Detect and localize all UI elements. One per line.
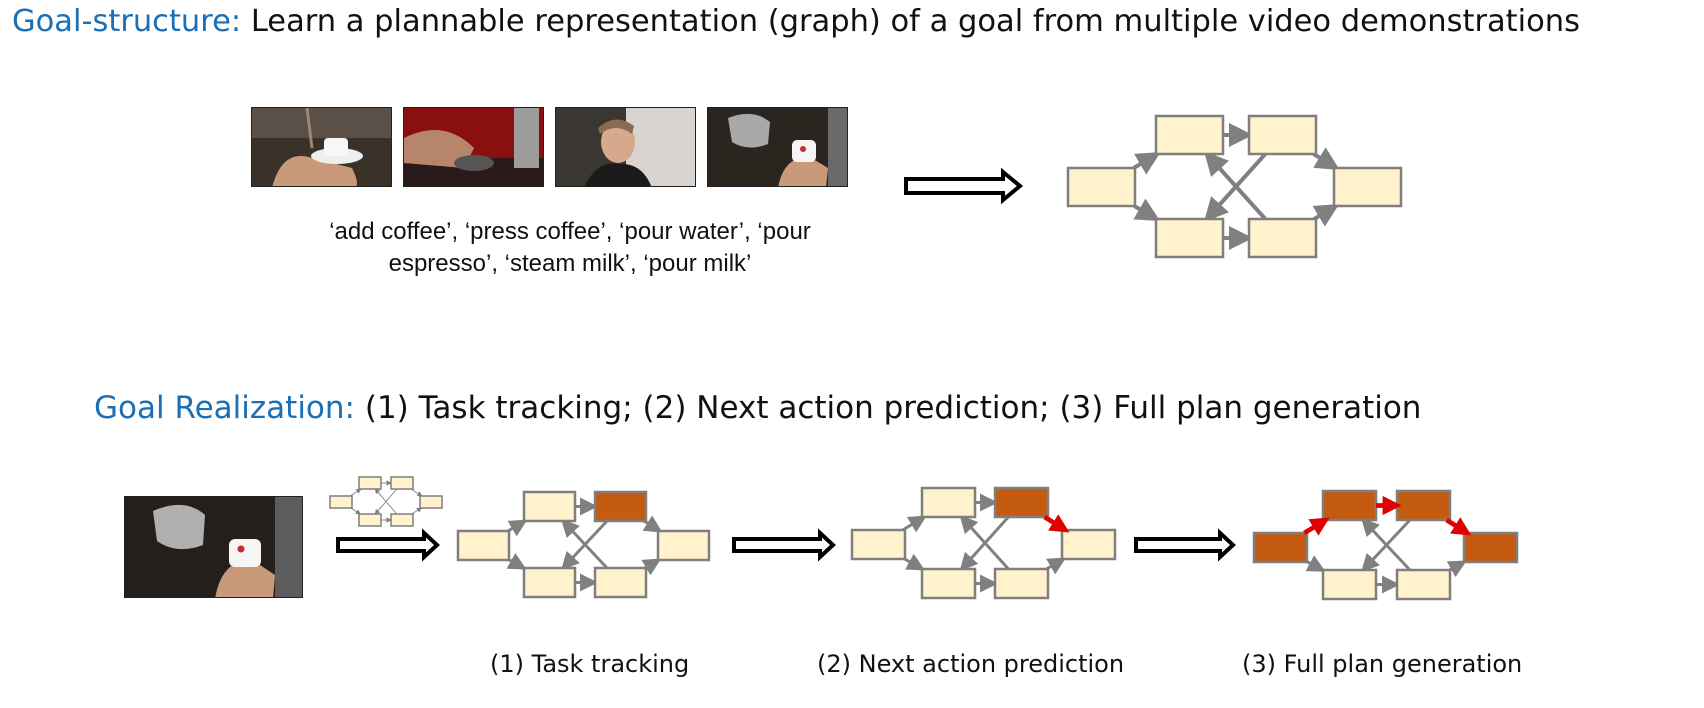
- video-frame-query-image: [125, 497, 302, 597]
- mini-task-graph: [329, 476, 443, 527]
- goal-structure-description: Learn a plannable representation (graph)…: [241, 4, 1580, 39]
- graph-edge-B2-R: [1446, 560, 1467, 578]
- action-labels-caption: ‘add coffee’, ‘press coffee’, ‘pour wate…: [329, 218, 811, 277]
- graph-node-B2: [1395, 568, 1452, 601]
- graph-node-active-T2: [993, 486, 1050, 519]
- graph-edge-B2-R: [641, 558, 662, 576]
- graph-node-B1: [1154, 217, 1225, 259]
- graph-node-R: [1060, 528, 1117, 561]
- graph-edge-T2-B1: [374, 488, 398, 515]
- transition-arrow-learn: [904, 167, 1024, 205]
- graph-node-active-T2: [593, 490, 648, 523]
- video-frame-pour-milk-image: [708, 108, 847, 186]
- graph-node-active-L: [1252, 531, 1309, 564]
- graph-node-active-R: [1462, 531, 1519, 564]
- graph-edge-T2-R: [642, 515, 663, 533]
- graph-edge-L-T1: [1132, 151, 1161, 175]
- graph-node-T2: [1247, 114, 1318, 156]
- goal-realization-description: (1) Task tracking; (2) Next action predi…: [355, 390, 1422, 426]
- graph-node-T1: [920, 486, 977, 519]
- graph-node-T2: [390, 476, 414, 490]
- video-frame-pour-milk: [707, 107, 848, 187]
- goal-structure-label: Goal-structure:: [12, 4, 242, 39]
- graph-edge-L-B1: [506, 553, 527, 570]
- graph-node-B1: [522, 566, 577, 599]
- goal-realization-heading: Goal Realization: (1) Task tracking; (2)…: [94, 390, 1421, 426]
- graph-edge-L-T1: [901, 515, 927, 533]
- graph-edge-L-B1: [1133, 198, 1161, 222]
- learned-task-graph: [1066, 114, 1403, 259]
- graph-node-active-T1: [1321, 489, 1378, 522]
- video-frame-press-coffee: [403, 107, 544, 187]
- graph-node-T1: [1154, 114, 1225, 156]
- stage-label-task-tracking: (1) Task tracking: [490, 650, 690, 678]
- graph-edge-L-B1: [1305, 555, 1326, 572]
- graph-node-L: [850, 528, 907, 561]
- task-tracking-graph: [456, 490, 711, 599]
- video-frame-cup-saucer: [251, 107, 392, 187]
- graph-node-L: [456, 529, 511, 562]
- transition-arrow-to-tracking: [336, 528, 440, 562]
- graph-edge-T2-B1: [1203, 152, 1267, 222]
- highlight-edge-T2-R: [1445, 517, 1472, 536]
- graph-node-L: [1066, 166, 1137, 208]
- full-plan-graph: [1252, 489, 1519, 601]
- graph-edge-B2-R: [411, 507, 423, 515]
- video-frame-cup-saucer-image: [252, 108, 391, 186]
- graph-node-B2: [1247, 217, 1318, 259]
- graph-edge-L-T1: [349, 488, 362, 497]
- transition-arrow-to-prediction: [732, 528, 836, 562]
- video-frame-barista-image: [556, 108, 695, 186]
- graph-edge-T2-B1: [1361, 518, 1412, 573]
- graph-node-L: [329, 495, 353, 509]
- graph-edge-L-T1: [507, 519, 528, 537]
- transition-arrow-to-plan: [1134, 528, 1236, 562]
- graph-node-B1: [1321, 568, 1378, 601]
- next-action-graph: [850, 486, 1117, 600]
- graph-node-R: [1332, 166, 1403, 208]
- video-frame-barista: [555, 107, 696, 187]
- graph-node-T1: [522, 490, 577, 523]
- graph-edge-B2-R: [1312, 203, 1340, 227]
- graph-node-R: [656, 529, 711, 562]
- video-frame-query: [124, 496, 303, 598]
- graph-node-B1: [358, 513, 382, 527]
- video-frame-press-coffee-image: [404, 108, 543, 186]
- graph-edge-L-B1: [903, 553, 926, 571]
- graph-edge-T2-B1: [560, 519, 609, 571]
- graph-edge-T2-B1: [959, 515, 1010, 572]
- graph-node-B2: [593, 566, 648, 599]
- graph-edge-T2-R: [410, 488, 423, 497]
- goal-structure-heading: Goal-structure: Learn a plannable repres…: [12, 4, 1580, 39]
- highlight-edge-T2-R: [1043, 514, 1070, 533]
- graph-edge-B2-R: [1045, 557, 1067, 575]
- graph-node-B1: [920, 567, 977, 600]
- graph-node-R: [419, 495, 443, 509]
- graph-node-active-T2: [1395, 489, 1452, 522]
- graph-node-B2: [390, 513, 414, 527]
- stage-label-full-plan: (3) Full plan generation: [1242, 650, 1523, 678]
- graph-edge-L-B1: [350, 507, 362, 515]
- graph-node-B2: [993, 567, 1050, 600]
- graph-node-T1: [358, 476, 382, 490]
- highlight-edge-L-T1: [1303, 517, 1330, 536]
- graph-edge-T2-R: [1312, 147, 1340, 171]
- goal-realization-label: Goal Realization:: [94, 390, 355, 426]
- stage-label-next-action: (2) Next action prediction: [817, 650, 1125, 678]
